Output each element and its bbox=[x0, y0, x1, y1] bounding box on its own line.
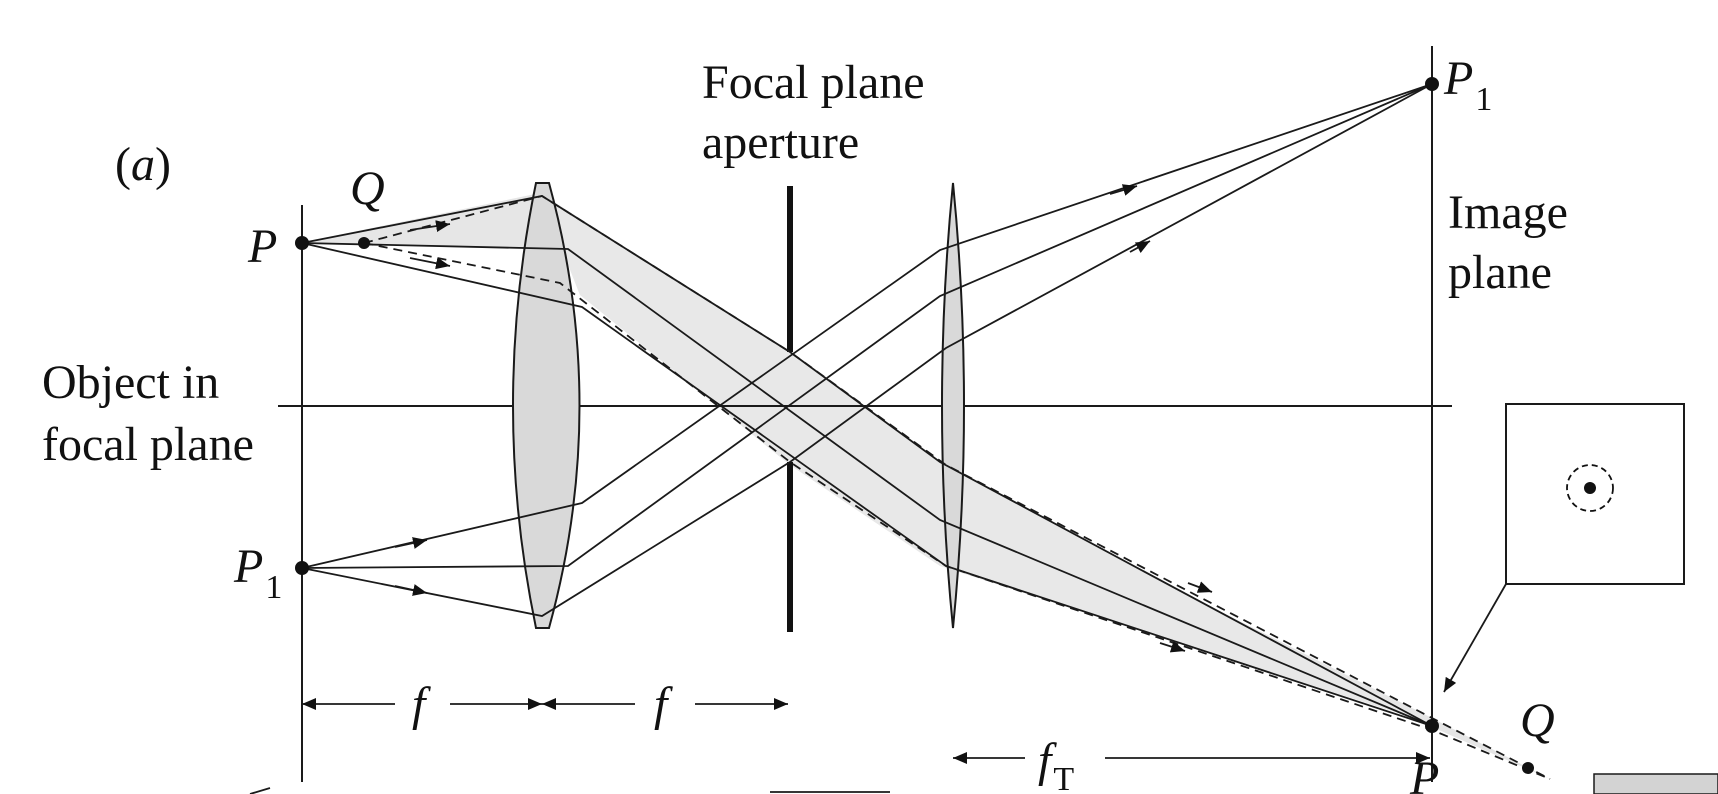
point-object-Q bbox=[358, 237, 370, 249]
arrow-img-P1-upper bbox=[1109, 184, 1138, 196]
inset-spot-halo bbox=[1566, 464, 1614, 512]
inset-pointer bbox=[1443, 583, 1507, 693]
image-plane-label-2: plane bbox=[1448, 246, 1552, 299]
point-object-P bbox=[295, 236, 309, 250]
arrow-P-upper bbox=[409, 220, 451, 233]
label-object-P1: P1 bbox=[233, 540, 282, 606]
focal-plane-aperture-label-1: Focal plane bbox=[702, 56, 925, 109]
object-label-1: Object in bbox=[42, 356, 219, 409]
ray-Q-lower bbox=[363, 242, 1551, 780]
arrow-P1-upper bbox=[394, 537, 428, 549]
label-object-Q: Q bbox=[350, 162, 385, 215]
label-image-P: P bbox=[1409, 752, 1439, 794]
dim-label-f-left: f bbox=[412, 678, 431, 731]
bottom-left-mark bbox=[249, 787, 271, 794]
arrow-P-lower bbox=[409, 257, 451, 270]
label-object-P: P bbox=[247, 220, 277, 273]
beam-shading-inner bbox=[540, 193, 1432, 724]
image-plane-label-1: Image bbox=[1448, 186, 1568, 239]
focal-plane-aperture-label-2: aperture bbox=[702, 116, 859, 169]
right-lens bbox=[941, 182, 965, 629]
arrow-P1-lower bbox=[394, 584, 428, 596]
arrow-img-P1-lower bbox=[1129, 240, 1151, 254]
point-object-P1 bbox=[295, 561, 309, 575]
dim-label-f-mid: f bbox=[654, 678, 673, 731]
ray-P1-lower bbox=[301, 83, 1433, 617]
point-image-Q bbox=[1522, 762, 1534, 774]
label-image-P1: P1 bbox=[1443, 52, 1492, 118]
corner-gray-block bbox=[1593, 773, 1718, 794]
inset-spot-dot bbox=[1584, 482, 1596, 494]
label-image-Q: Q bbox=[1520, 694, 1555, 747]
point-image-P bbox=[1425, 719, 1439, 733]
ray-Q-upper bbox=[363, 195, 1551, 780]
ray-P-center bbox=[301, 242, 1433, 727]
dim-label-fT: fT bbox=[1038, 734, 1074, 794]
ray-P-upper bbox=[301, 195, 1433, 727]
arrow-img-P-lower bbox=[1159, 641, 1186, 653]
ray-P-lower bbox=[301, 242, 1433, 727]
ray-P1-upper bbox=[301, 83, 1433, 569]
panel-label: (a) bbox=[115, 138, 171, 191]
ray-P1-center bbox=[301, 83, 1433, 569]
arrow-img-P-upper bbox=[1187, 581, 1213, 593]
object-label-2: focal plane bbox=[42, 418, 254, 471]
inset-box bbox=[1505, 403, 1685, 585]
point-image-P1 bbox=[1425, 77, 1439, 91]
